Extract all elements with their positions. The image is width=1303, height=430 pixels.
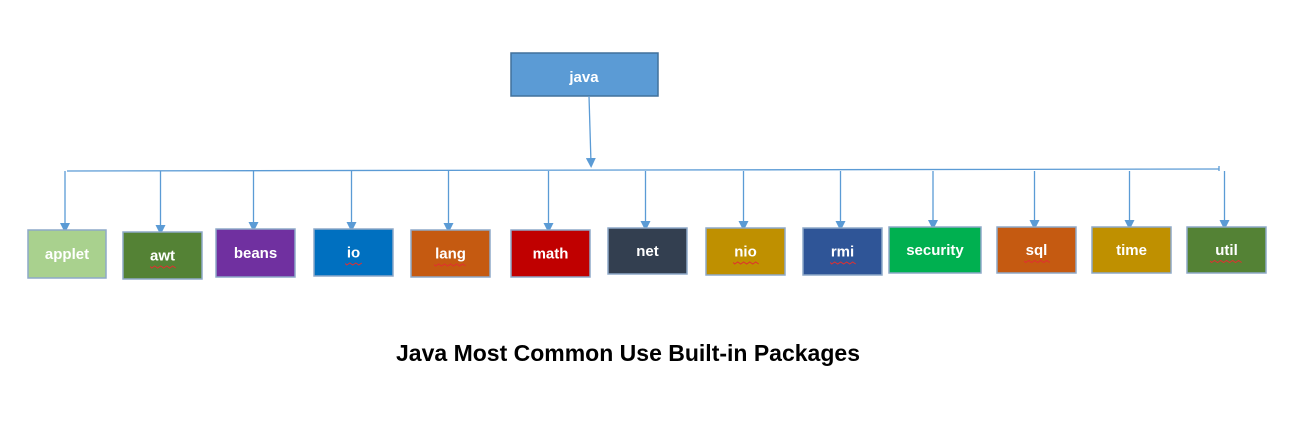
package-label: lang (435, 245, 466, 262)
package-net: net (607, 227, 688, 275)
trunk-arrow (585, 95, 596, 168)
package-io: io (313, 228, 394, 277)
package-awt: awt (122, 231, 203, 280)
package-label: sql (1026, 242, 1048, 259)
package-box (215, 228, 296, 278)
package-box (410, 229, 491, 278)
package-box (996, 226, 1077, 274)
package-math: math (510, 229, 591, 278)
package-box (313, 228, 394, 277)
package-sql: sql (996, 226, 1077, 274)
package-label: io (347, 244, 360, 261)
package-label: nio (734, 243, 757, 260)
package-label: util (1215, 242, 1238, 259)
package-box (705, 227, 786, 276)
package-util: util (1186, 226, 1267, 274)
horizontal-bus-line (66, 168, 1220, 172)
package-rmi: rmi (802, 227, 883, 276)
package-nio: nio (705, 227, 786, 276)
package-box (607, 227, 688, 275)
spellcheck-underline (433, 263, 466, 267)
package-security: security (888, 226, 982, 274)
package-box (27, 229, 107, 279)
package-beans: beans (215, 228, 296, 278)
package-lang: lang (410, 229, 491, 278)
package-box (888, 226, 982, 274)
spellcheck-underline (732, 261, 759, 265)
root-label: java (568, 69, 599, 86)
package-label: security (906, 242, 964, 259)
spellcheck-underline (829, 261, 856, 265)
package-box (1186, 226, 1267, 274)
package-label: math (533, 245, 569, 262)
spellcheck-underline (149, 265, 176, 269)
package-label: rmi (831, 243, 854, 260)
root-node-java: java (510, 52, 659, 97)
package-box (1091, 226, 1172, 274)
package-label: awt (150, 247, 175, 264)
package-applet: applet (27, 229, 107, 279)
spellcheck-underline (1209, 259, 1242, 264)
package-label: beans (234, 245, 277, 262)
diagram-caption: Java Most Common Use Built-in Packages (396, 340, 860, 366)
package-box (510, 229, 591, 278)
package-time: time (1091, 226, 1172, 274)
spellcheck-underline (1023, 259, 1050, 264)
package-label: time (1116, 242, 1147, 259)
package-box (122, 231, 203, 280)
spellcheck-underline (344, 262, 363, 266)
package-boxes: applet awt beans io lang math net nio rmi securit… (27, 226, 1267, 280)
root-box (510, 52, 659, 97)
package-box (802, 227, 883, 276)
connector-lines (60, 95, 1230, 235)
package-label: applet (45, 246, 89, 263)
package-label: net (636, 243, 659, 260)
